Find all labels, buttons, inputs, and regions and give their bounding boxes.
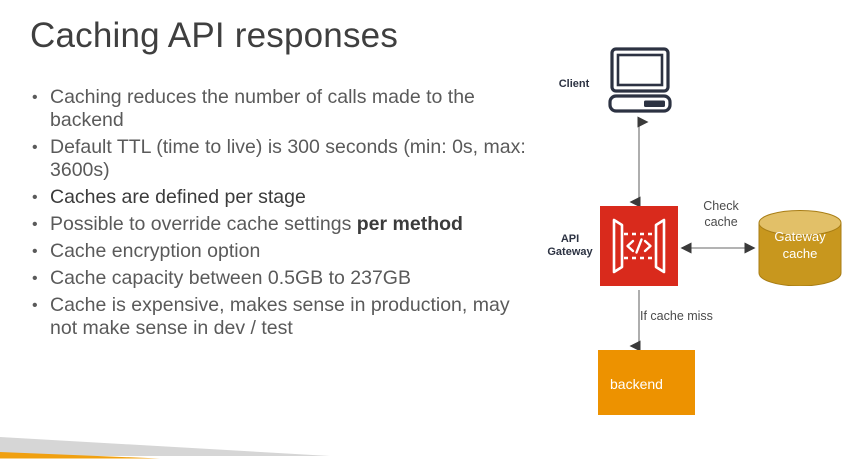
page-title: Caching API responses	[30, 16, 399, 55]
api-gateway-label-line1: API	[560, 233, 580, 245]
list-item: Caches are defined per stage	[30, 186, 530, 209]
gateway-cache-label-line2: cache	[782, 246, 818, 261]
database-cylinder-icon	[758, 210, 842, 286]
api-gateway-icon	[612, 218, 666, 274]
check-cache-edge-label: Check cache	[688, 198, 754, 230]
gateway-cache-label: Gateway cache	[758, 228, 842, 262]
desktop-computer-icon	[608, 47, 672, 113]
footer-decoration	[0, 437, 330, 459]
gateway-cache-label-line1: Gateway	[774, 229, 826, 244]
list-item: Cache capacity between 0.5GB to 237GB	[30, 267, 530, 290]
check-cache-line1: Check	[703, 199, 739, 213]
backend-label: backend	[610, 376, 663, 392]
backend-node	[598, 350, 695, 415]
client-label: Client	[558, 78, 590, 90]
architecture-diagram: Client API Gateway	[540, 0, 860, 430]
api-gateway-node	[600, 206, 678, 286]
list-item-emphasis: per method	[356, 213, 463, 235]
check-cache-line2: cache	[704, 215, 738, 229]
api-gateway-label: API Gateway	[542, 233, 598, 259]
list-item: Default TTL (time to live) is 300 second…	[30, 136, 530, 182]
cache-miss-edge-label: If cache miss	[640, 309, 713, 323]
list-item: Cache is expensive, makes sense in produ…	[30, 294, 530, 340]
list-item-lead: Possible to override cache settings	[50, 213, 357, 235]
list-item: Cache encryption option	[30, 240, 530, 263]
diagram-arrows	[629, 116, 756, 352]
list-item: Caching reduces the number of calls made…	[30, 86, 530, 132]
bullet-list: Caching reduces the number of calls made…	[30, 86, 530, 344]
list-item: Possible to override cache settings per …	[30, 213, 530, 236]
api-gateway-label-line2: Gateway	[547, 246, 593, 258]
